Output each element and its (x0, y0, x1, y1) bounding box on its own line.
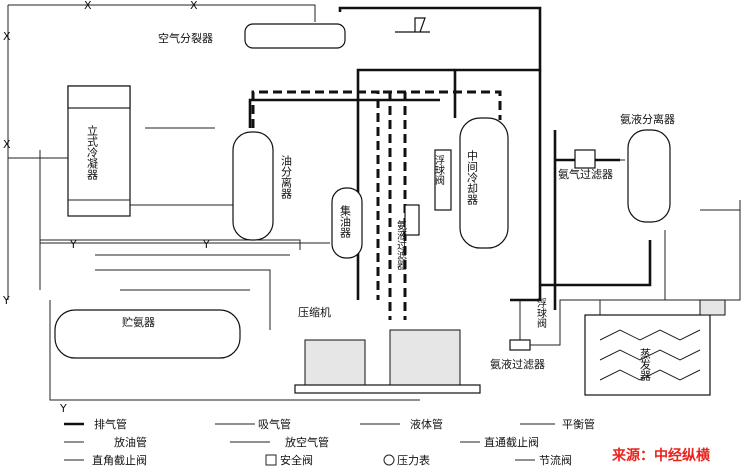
oil-collector: 集油器 (331, 187, 363, 259)
ammonia-liquid-filter-label: 氨液过滤器 (490, 357, 545, 371)
legend-gauge-swatch (383, 454, 395, 466)
ammonia-gas-filter: 氨气过滤器 (558, 149, 613, 181)
legend-balance: 平衡管 (562, 417, 595, 431)
legend-oil: 放油管 (114, 435, 147, 449)
air-separator: 空气分裂器 (158, 17, 430, 49)
oil-drain-code-1: Y (69, 238, 77, 251)
air-separator-label: 空气分裂器 (158, 31, 213, 45)
evaporator: 蒸发器 (584, 299, 726, 396)
liquid-filter-small: 氨液过滤器 (395, 204, 420, 271)
oil-separator-label: 油分离器 (280, 154, 293, 200)
air-vent-code-4: X (3, 138, 11, 151)
air-vent-code-3: X (3, 30, 11, 43)
float-valve-label: 浮球阀 (433, 155, 445, 186)
legend-suction: 吸气管 (258, 417, 291, 431)
legend-straight-valve: 直通截止阀 (484, 435, 539, 449)
compressor: 压缩机 (294, 305, 481, 394)
liquid-filter-small-label: 氨液过滤器 (395, 219, 407, 271)
legend-air-vent: 放空气管 (285, 435, 329, 449)
source-credit: 来源：中经纵横 (611, 447, 711, 464)
receiver-label: 贮氨器 (122, 316, 155, 329)
receiver: 贮氨器 (54, 309, 241, 359)
legend-gauge: 压力表 (397, 453, 430, 467)
evaporator-label: 蒸发器 (639, 348, 652, 382)
legend-safety: 安全阀 (280, 453, 313, 467)
oil-drain-lines: Y Y Y Y (2, 238, 330, 415)
float-valve-right-label: 浮球阀 (535, 298, 547, 329)
oil-drain-code-2: Y (202, 238, 210, 251)
legend-angle-valve: 直角截止阀 (92, 453, 147, 467)
legend-liquid: 液体管 (410, 417, 443, 431)
legend-discharge: 排气管 (94, 417, 127, 431)
oil-drain-code-4: Y (59, 402, 67, 415)
float-valve-right: 浮球阀 (535, 298, 547, 329)
legend-throttle: 节流阀 (539, 453, 572, 467)
oil-drain-code-3: Y (2, 294, 10, 307)
legend-safety-swatch (265, 454, 277, 466)
float-valve-box: 浮球阀 (433, 149, 452, 211)
air-vent-code-2: X (190, 0, 198, 12)
intercooler: 中间冷却器 (459, 117, 509, 249)
ammonia-gas-filter-label: 氨气过滤器 (558, 167, 613, 181)
ammonia-liquid-separator: 氨液分离器 (620, 112, 675, 223)
ammonia-liquid-filter: 氨液过滤器 (490, 339, 545, 371)
vertical-condenser: 立式冷凝器 (67, 85, 131, 217)
vertical-condenser-label: 立式冷凝器 (86, 124, 99, 181)
compressor-label: 压缩机 (298, 305, 331, 319)
oil-collector-label: 集油器 (339, 204, 352, 239)
ammonia-liquid-separator-label: 氨液分离器 (620, 112, 675, 126)
legend: 排气管 吸气管 液体管 平衡管 放油管 放空气管 直通截止阀 直角截止阀 安全阀… (64, 417, 595, 467)
air-vent-lines: X X X X (3, 0, 316, 300)
intercooler-label: 中间冷却器 (466, 150, 479, 206)
oil-separator: 油分离器 (232, 131, 293, 241)
air-vent-code-1: X (84, 0, 92, 12)
